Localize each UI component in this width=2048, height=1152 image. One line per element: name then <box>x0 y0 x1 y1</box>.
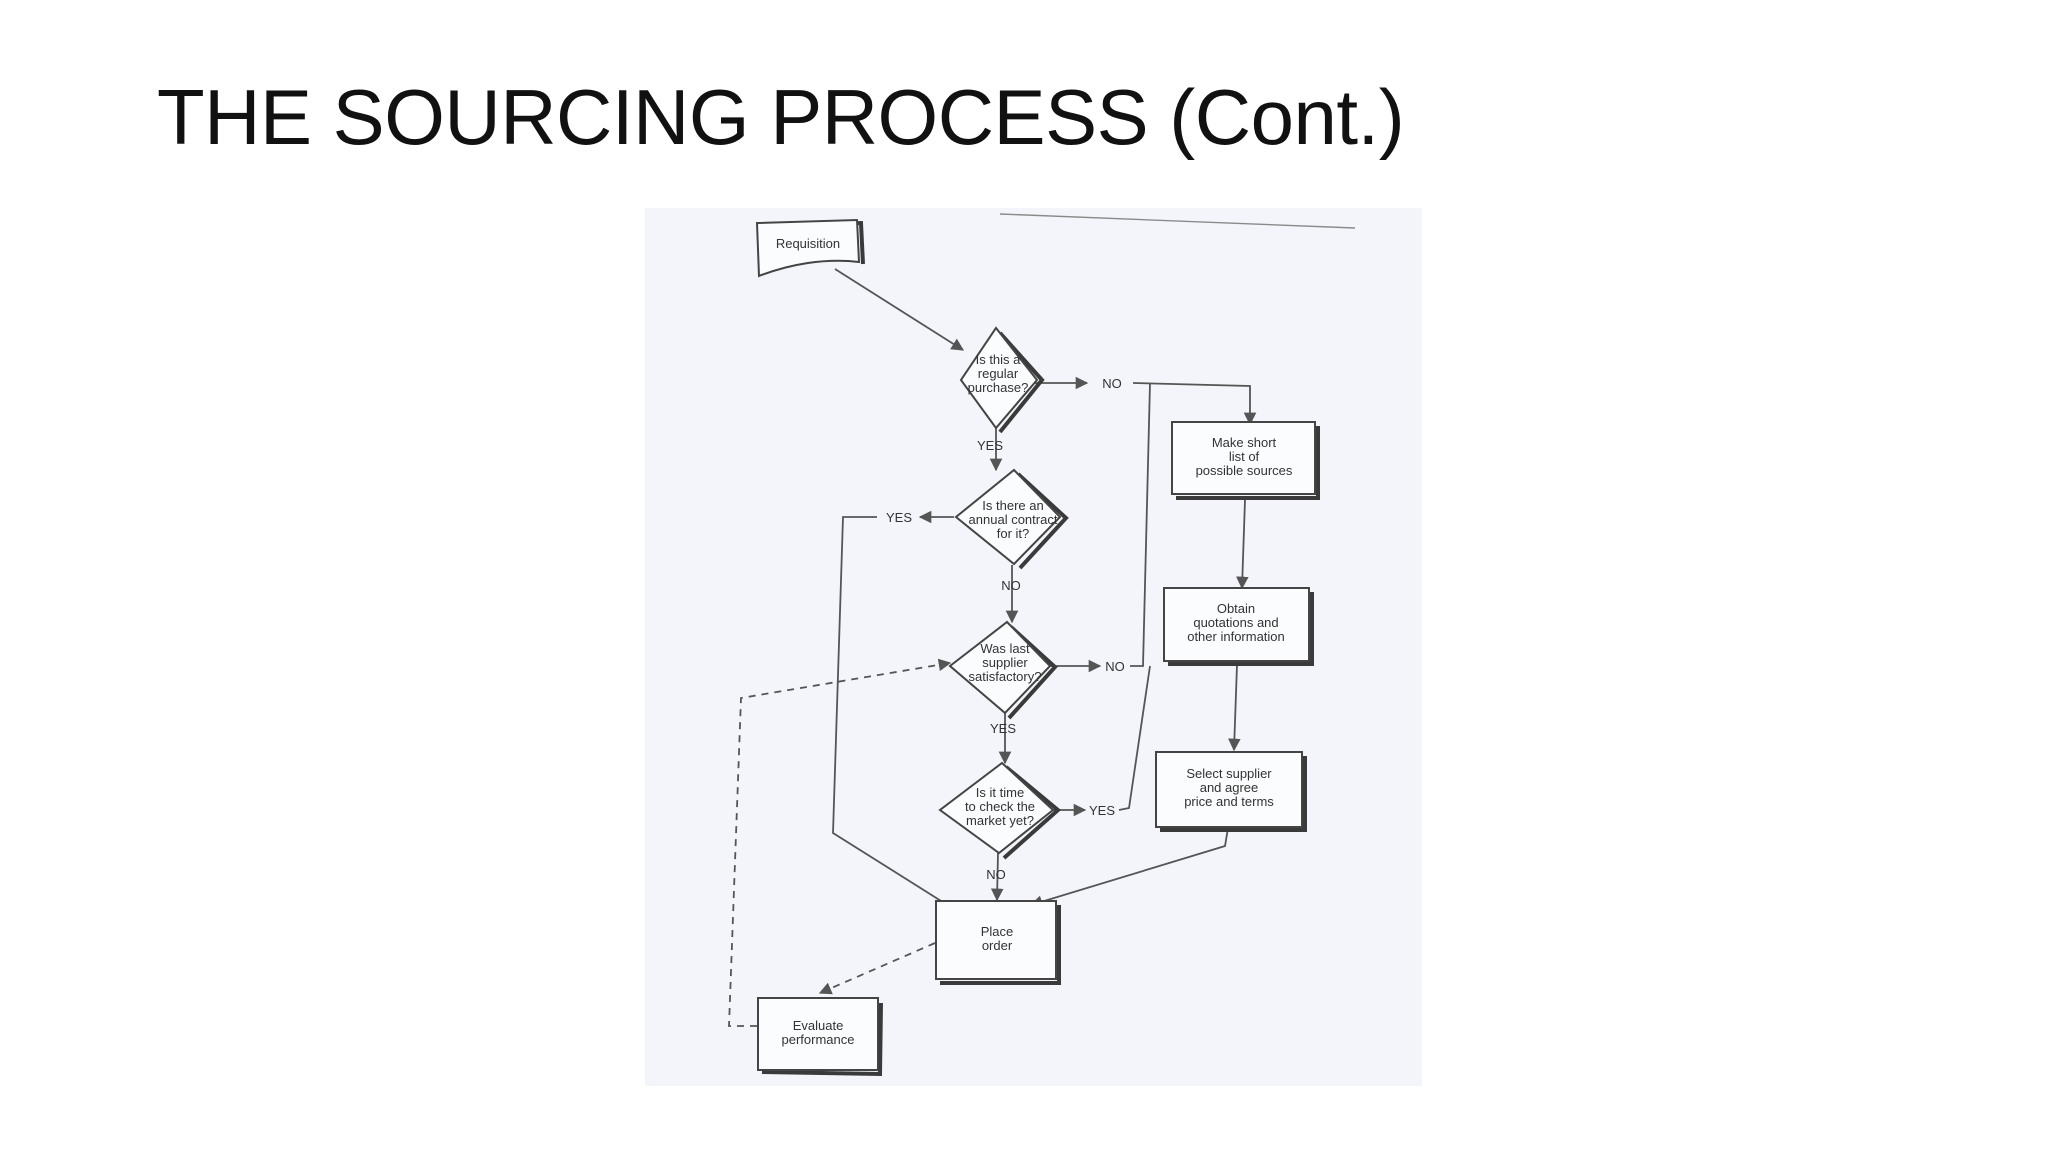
label-supplier-no: NO <box>1105 659 1125 674</box>
edge-market-yes-bus <box>1118 665 1151 811</box>
node-place-order: Place order <box>935 900 1061 985</box>
node-market-line-3: market yet? <box>966 813 1034 828</box>
node-shortlist-line-1: Make short <box>1212 435 1277 450</box>
edge-no-to-shortlist <box>1132 382 1257 426</box>
edge-requisition-to-regular <box>834 268 965 351</box>
node-annual-contract: Is there an annual contract for it? <box>954 468 1069 570</box>
label-market-no: NO <box>986 867 1006 882</box>
node-short-list: Make short list of possible sources <box>1171 421 1320 500</box>
node-shortlist-line-2: list of <box>1229 449 1260 464</box>
node-order-line-2: order <box>982 938 1013 953</box>
node-supplier-line-3: satisfactory? <box>969 669 1042 684</box>
node-quotations-line-3: other information <box>1187 629 1285 644</box>
node-market-line-1: Is it time <box>976 785 1024 800</box>
edge-order-to-evaluate <box>818 942 936 995</box>
edge-yes-to-order <box>832 516 959 912</box>
label-annual-no: NO <box>1001 578 1021 593</box>
edge-evaluate-feedback <box>728 658 952 1027</box>
edge-shortlist-to-quotations <box>1236 499 1249 590</box>
label-market-yes: YES <box>1089 803 1115 818</box>
node-supplier-line-1: Was last <box>980 641 1030 656</box>
scan-artifact-line <box>999 213 1356 229</box>
node-regular-line-1: Is this a <box>976 352 1022 367</box>
node-select-line-1: Select supplier <box>1186 766 1272 781</box>
node-market-line-2: to check the <box>965 799 1035 814</box>
node-quotations: Obtain quotations and other information <box>1163 587 1314 666</box>
edge-supplier-no-bus <box>1130 382 1151 667</box>
node-check-market: Is it time to check the market yet? <box>938 761 1062 860</box>
node-annual-line-1: Is there an <box>982 498 1043 513</box>
node-supplier-line-2: supplier <box>982 655 1028 670</box>
node-shortlist-line-3: possible sources <box>1196 463 1293 478</box>
node-quotations-line-1: Obtain <box>1217 601 1255 616</box>
node-regular-line-3: purchase? <box>968 380 1029 395</box>
label-regular-no: NO <box>1102 376 1122 391</box>
node-order-line-1: Place <box>981 924 1014 939</box>
sourcing-flowchart: Requisition Is this a regular purchase? … <box>728 213 1356 1077</box>
label-supplier-yes: YES <box>990 721 1016 736</box>
label-annual-yes: YES <box>886 510 912 525</box>
node-regular-line-2: regular <box>978 366 1019 381</box>
flowchart-scan: Requisition Is this a regular purchase? … <box>645 208 1422 1086</box>
node-select-line-3: price and terms <box>1184 794 1274 809</box>
node-requisition: Requisition <box>755 218 865 278</box>
edge-quotations-to-select <box>1228 664 1241 752</box>
node-annual-line-3: for it? <box>997 526 1030 541</box>
node-evaluate-line-1: Evaluate <box>793 1018 844 1033</box>
edge-select-to-order <box>1029 827 1229 908</box>
label-regular-yes: YES <box>977 438 1003 453</box>
node-annual-line-2: annual contract <box>969 512 1058 527</box>
node-evaluate-line-2: performance <box>782 1032 855 1047</box>
slide-title: THE SOURCING PROCESS (Cont.) <box>157 73 1405 161</box>
node-quotations-line-2: quotations and <box>1193 615 1278 630</box>
edge-market-no <box>990 852 1004 902</box>
node-select-line-2: and agree <box>1200 780 1259 795</box>
node-evaluate: Evaluate performance <box>757 997 883 1077</box>
node-select-supplier: Select supplier and agree price and term… <box>1155 751 1307 832</box>
node-last-supplier: Was last supplier satisfactory? <box>948 620 1058 720</box>
node-requisition-line-1: Requisition <box>776 236 840 251</box>
node-regular-purchase: Is this a regular purchase? <box>959 326 1045 434</box>
